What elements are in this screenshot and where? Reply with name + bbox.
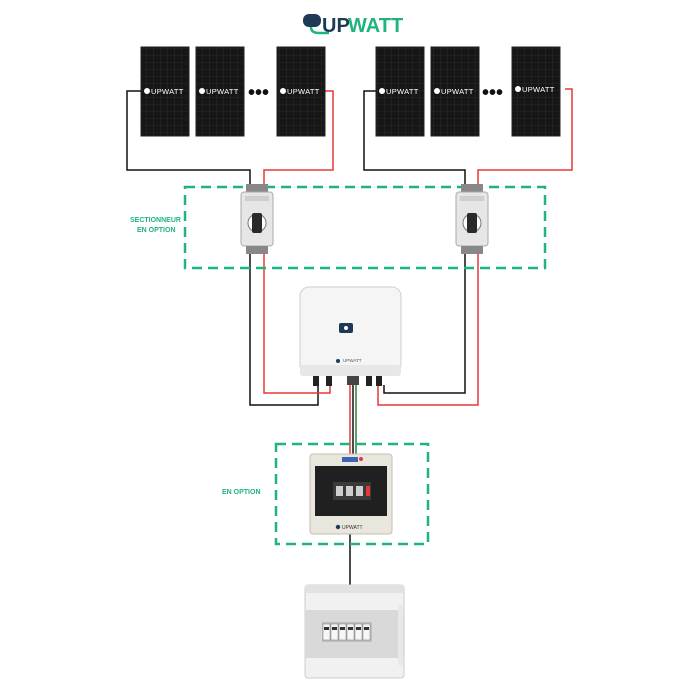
ac-box-brand: UPWATT: [342, 525, 363, 531]
logo-text-watt: WATT: [348, 15, 403, 37]
panel-brand: UPWATT: [287, 87, 320, 96]
solar-panel: UPWATT: [276, 46, 326, 137]
panel-brand: UPWATT: [386, 87, 419, 96]
inverter: UPWATT: [299, 286, 402, 386]
right-dc-positive-to-inverter: [377, 250, 479, 406]
logo-text-up: UP: [322, 15, 350, 37]
left-dc-negative-to-inverter: [249, 250, 319, 406]
left-panel-string: UPWATT UPWATT ••• UPWATT: [140, 46, 326, 137]
solar-panel: UPWATT: [430, 46, 480, 137]
right-dc-negative-to-inverter: [383, 250, 466, 394]
distribution-board: [304, 584, 405, 679]
ac-box-option-label: EN OPTION: [222, 489, 261, 496]
left-string-negative-wire: [126, 90, 251, 195]
disconnector-option-label-line1: SECTIONNEUR: [130, 217, 181, 224]
solar-panel: UPWATT: [195, 46, 245, 137]
right-string-negative-wire: [363, 90, 466, 195]
right-panel-string: UPWATT UPWATT ••• UPWATT: [375, 46, 561, 137]
panel-brand: UPWATT: [441, 87, 474, 96]
left-dc-positive-to-inverter: [263, 250, 331, 394]
disconnector-rotary-handle: [252, 213, 262, 233]
panel-brand: UPWATT: [151, 87, 184, 96]
upwatt-logo: UP WATT: [303, 14, 403, 37]
more-panels-ellipsis: •••: [482, 82, 503, 104]
disconnector-option-label-line2: EN OPTION: [137, 227, 176, 234]
right-dc-disconnector: [455, 184, 489, 254]
solar-panel: UPWATT: [511, 46, 561, 137]
left-dc-disconnector: [240, 184, 274, 254]
logo-icon: [303, 14, 329, 35]
inverter-brand: UPWATT: [343, 358, 362, 363]
more-panels-ellipsis: •••: [248, 82, 269, 104]
solar-panel: UPWATT: [140, 46, 190, 137]
solar-panel: UPWATT: [375, 46, 425, 137]
circuit-breakers: [322, 623, 371, 641]
panel-brand: UPWATT: [522, 85, 555, 94]
disconnector-option-frame: [183, 185, 547, 270]
disconnector-rotary-handle: [467, 213, 477, 233]
panel-brand: UPWATT: [206, 87, 239, 96]
wiring: [126, 88, 573, 587]
ac-box-option-frame: [274, 442, 430, 546]
right-string-positive-wire: [477, 88, 573, 195]
left-string-positive-wire: [263, 90, 334, 195]
inverter-status-icon: [339, 323, 353, 333]
ac-protection-box: UPWATT: [309, 453, 393, 535]
